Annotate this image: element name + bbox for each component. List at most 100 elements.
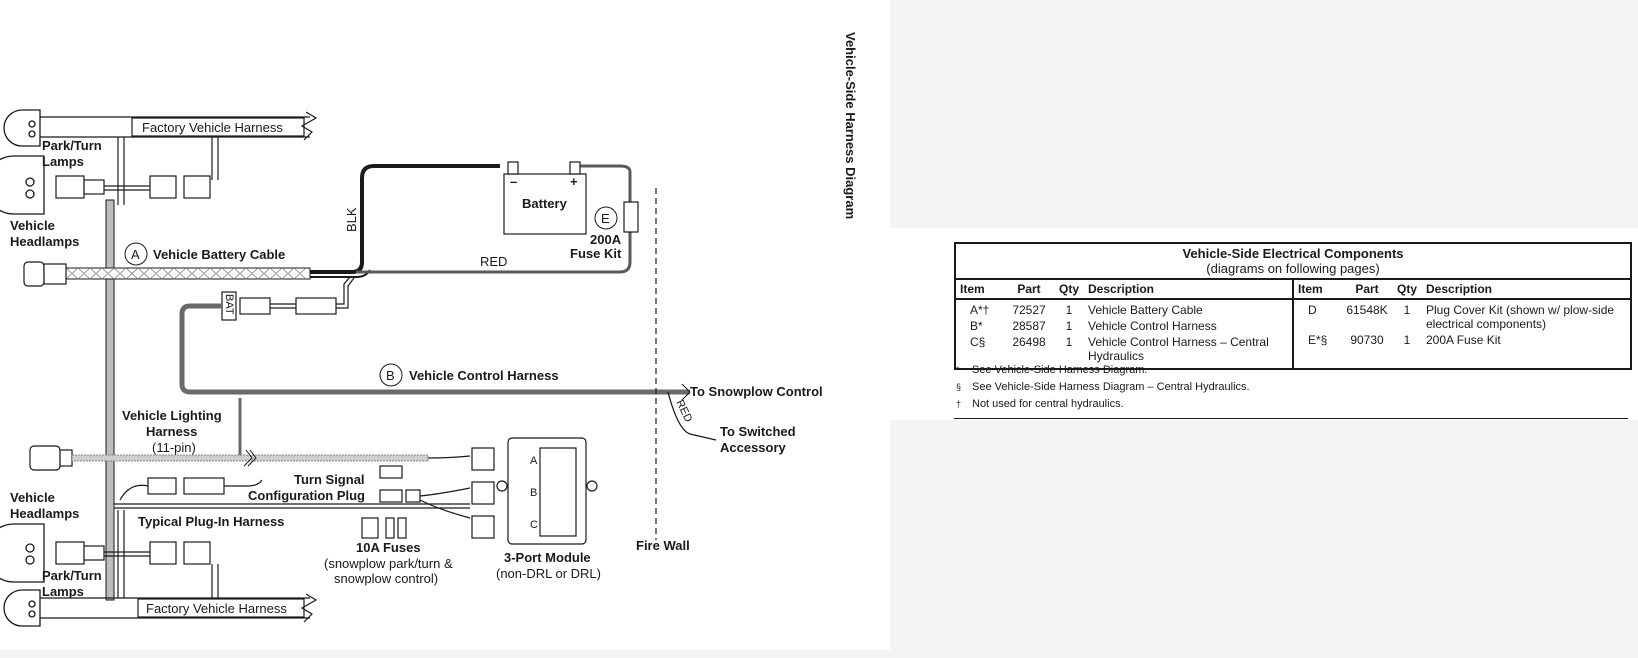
table-panel: Vehicle-Side Electrical Components (diag… bbox=[890, 228, 1638, 420]
footnote-text: See Vehicle-Side Harness Diagram. bbox=[972, 364, 1148, 376]
red-accessory-wire bbox=[667, 391, 717, 441]
cell-part: 26498 bbox=[1012, 335, 1046, 349]
headlamps-bottom-line1: Vehicle bbox=[10, 490, 55, 505]
cell-description: Vehicle Control Harness – Central Hydrau… bbox=[1088, 335, 1269, 363]
fuses-line1: 10A Fuses bbox=[356, 540, 421, 555]
park-turn-bottom-line2: Lamps bbox=[42, 584, 84, 599]
main-trunk bbox=[105, 199, 115, 601]
col-qty: Qty bbox=[1396, 282, 1417, 296]
cell-item: E*§ bbox=[1308, 333, 1328, 347]
connectors-top bbox=[55, 175, 211, 199]
fuses-line2: (snowplow park/turn & bbox=[324, 556, 453, 571]
components-table: Vehicle-Side Electrical Components (diag… bbox=[954, 242, 1632, 370]
bat-connector bbox=[221, 276, 355, 321]
fuse-kit-icon bbox=[623, 201, 639, 233]
battery-icon bbox=[503, 161, 587, 235]
footnote-divider bbox=[954, 418, 1628, 419]
plugin-harness bbox=[114, 503, 470, 509]
control-harness bbox=[179, 303, 690, 395]
park-turn-top-line1: Park/Turn bbox=[42, 138, 102, 153]
blk-label: BLK bbox=[344, 207, 359, 232]
bat-label: BAT bbox=[223, 294, 235, 315]
module-port-c: C bbox=[530, 519, 538, 531]
module-line2: (non-DRL or DRL) bbox=[496, 566, 601, 581]
diagram-panel: Vehicle-Side Harness Diagram Factory Veh… bbox=[0, 0, 890, 650]
fuses-line3: snowplow control) bbox=[334, 571, 438, 586]
col-item: Item bbox=[960, 282, 985, 296]
control-harness-label: Vehicle Control Harness bbox=[409, 368, 559, 383]
battery-plus: + bbox=[570, 174, 578, 189]
footnote-text: Not used for central hydraulics. bbox=[972, 398, 1124, 410]
diagram-title: Vehicle-Side Harness Diagram bbox=[843, 32, 858, 219]
callout-e-circle bbox=[594, 206, 618, 230]
to-switched-line2: Accessory bbox=[720, 440, 787, 455]
cell-qty: 1 bbox=[1065, 335, 1073, 349]
footnote: * See Vehicle-Side Harness Diagram. bbox=[954, 362, 1628, 379]
headlamp-top-icon bbox=[0, 155, 45, 215]
cell-qty: 1 bbox=[1403, 333, 1411, 347]
to-switched-line1: To Switched bbox=[720, 424, 796, 439]
table-left-half: Item Part Qty Description A*† 72527 1 Ve… bbox=[956, 280, 1294, 368]
three-port-module-icon bbox=[471, 437, 598, 545]
callout-a-circle bbox=[124, 242, 148, 266]
cell-qty: 1 bbox=[1403, 303, 1411, 317]
fire-wall-label: Fire Wall bbox=[636, 538, 690, 553]
table-title: Vehicle-Side Electrical Components bbox=[1182, 246, 1404, 261]
cell-item: C§ bbox=[970, 335, 986, 349]
factory-harness-top bbox=[40, 111, 318, 205]
cell-description: 200A Fuse Kit bbox=[1426, 333, 1501, 347]
table-row: E*§ 90730 1 200A Fuse Kit bbox=[1294, 332, 1630, 348]
turn-signal-line2: Configuration Plug bbox=[248, 488, 365, 503]
callout-b-circle bbox=[379, 363, 403, 387]
cell-part: 90730 bbox=[1350, 333, 1384, 347]
lighting-harness-line2: Harness bbox=[146, 424, 197, 439]
table-right-half: Item Part Qty Description D 61548K 1 Plu… bbox=[1294, 280, 1630, 368]
cell-part: 28587 bbox=[1012, 319, 1046, 333]
lighting-harness-line1: Vehicle Lighting bbox=[122, 408, 222, 423]
lighting-harness bbox=[29, 398, 429, 471]
cell-part: 72527 bbox=[1012, 303, 1046, 317]
cell-qty: 1 bbox=[1065, 303, 1073, 317]
footnote: § See Vehicle-Side Harness Diagram – Cen… bbox=[954, 379, 1628, 396]
col-part: Part bbox=[1355, 282, 1379, 296]
cell-part: 61548K bbox=[1346, 303, 1388, 317]
footnote-text: See Vehicle-Side Harness Diagram – Centr… bbox=[972, 381, 1250, 393]
footnote-symbol: * bbox=[956, 365, 960, 375]
turn-signal-line1: Turn Signal bbox=[294, 472, 365, 487]
callout-a: A bbox=[131, 247, 140, 262]
red-side-label: RED bbox=[673, 398, 694, 424]
table-column-headers-left: Item Part Qty Description bbox=[956, 280, 1292, 300]
cell-qty: 1 bbox=[1065, 319, 1073, 333]
battery-label: Battery bbox=[522, 196, 568, 211]
park-turn-top-line2: Lamps bbox=[42, 154, 84, 169]
battery-cable-label: Vehicle Battery Cable bbox=[153, 247, 285, 262]
col-description: Description bbox=[1426, 282, 1493, 296]
to-snowplow-label: To Snowplow Control bbox=[690, 384, 823, 399]
table-subtitle: (diagrams on following pages) bbox=[1206, 261, 1380, 276]
fuses-icon bbox=[361, 517, 407, 539]
col-item: Item bbox=[1298, 282, 1323, 296]
col-part: Part bbox=[1017, 282, 1041, 296]
table-row: D 61548K 1 Plug Cover Kit (shown w/ plow… bbox=[1294, 302, 1630, 332]
headlamps-top-line2: Headlamps bbox=[10, 234, 79, 249]
cell-item: B* bbox=[970, 319, 983, 333]
park-turn-lamp-top-icon bbox=[3, 109, 41, 147]
connectors-bottom bbox=[55, 510, 219, 598]
cell-item: D bbox=[1308, 303, 1317, 317]
control-harness-break bbox=[681, 383, 691, 401]
table-row: B* 28587 1 Vehicle Control Harness bbox=[956, 318, 1292, 334]
harness-diagram: Vehicle-Side Harness Diagram Factory Veh… bbox=[0, 32, 858, 627]
headlamps-top-line1: Vehicle bbox=[10, 218, 55, 233]
table-row: A*† 72527 1 Vehicle Battery Cable bbox=[956, 302, 1292, 318]
fuse-kit-line2: Fuse Kit bbox=[570, 246, 622, 261]
cell-description: Plug Cover Kit (shown w/ plow-side elect… bbox=[1426, 303, 1615, 331]
footnote-symbol: † bbox=[956, 399, 962, 409]
cell-item: A*† bbox=[970, 303, 990, 317]
headlamp-bottom-icon bbox=[0, 523, 45, 583]
footnote-symbol: § bbox=[956, 382, 962, 392]
table-row: C§ 26498 1 Vehicle Control Harness – Cen… bbox=[956, 334, 1292, 364]
headlamps-bottom-line2: Headlamps bbox=[10, 506, 79, 521]
callout-e: E bbox=[601, 211, 610, 226]
cell-description: Vehicle Battery Cable bbox=[1088, 303, 1203, 317]
module-line1: 3-Port Module bbox=[504, 550, 591, 565]
